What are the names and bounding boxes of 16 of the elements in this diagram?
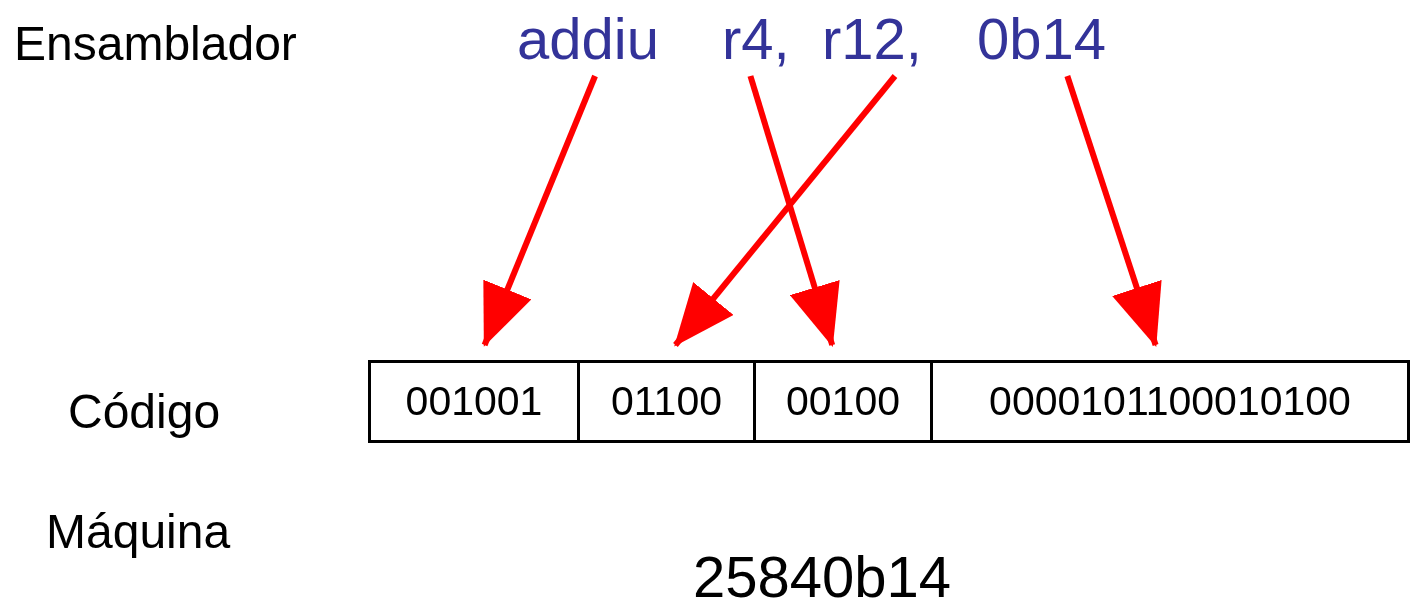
- instruction-token: 0b14: [977, 10, 1107, 68]
- hex-code: 25840b14: [693, 548, 952, 606]
- instruction-token: r4,: [722, 10, 790, 68]
- arrow: [673, 74, 898, 347]
- bit-field: 01100: [577, 360, 756, 443]
- arrow: [481, 74, 598, 347]
- bit-field: 001001: [368, 360, 580, 443]
- row-label: Código: [68, 388, 221, 436]
- row-label: Máquina: [46, 508, 231, 556]
- arrow: [747, 75, 840, 347]
- bit-field: 00100: [753, 360, 933, 443]
- instruction-token: r12,: [822, 10, 922, 68]
- bit-field: 0000101100010100: [930, 360, 1410, 443]
- arrow: [1064, 75, 1162, 347]
- row-label: Ensamblador: [14, 20, 297, 68]
- instruction-token: addiu: [517, 10, 659, 68]
